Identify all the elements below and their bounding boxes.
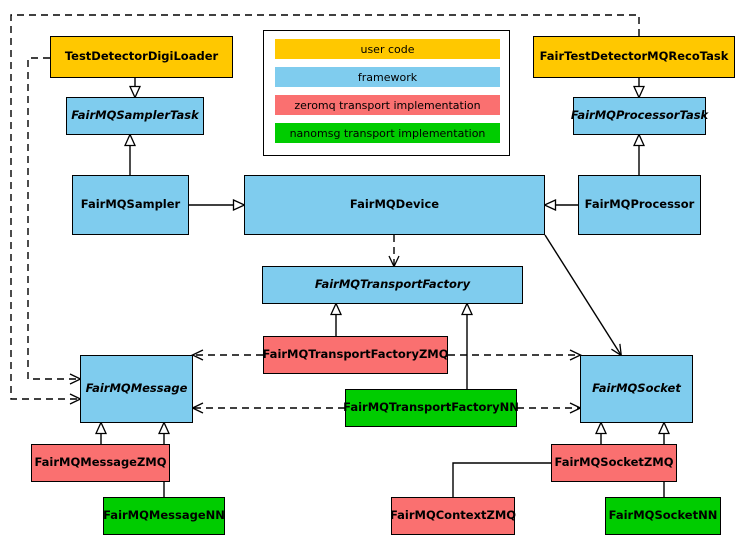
class-node-testdetectordigiloader[interactable]: TestDetectorDigiLoader <box>50 36 233 78</box>
class-node-fairmqdevice[interactable]: FairMQDevice <box>244 175 545 235</box>
legend-item-framework: framework <box>275 67 500 87</box>
legend-item-nanomsg: nanomsg transport implementation <box>275 123 500 143</box>
class-node-fairmqprocessortask[interactable]: FairMQProcessorTask <box>571 97 708 135</box>
class-node-fairmqcontextzmq[interactable]: FairMQContextZMQ <box>390 497 516 535</box>
legend-panel: user code framework zeromq transport imp… <box>263 30 510 156</box>
class-node-fairmqsocket[interactable]: FairMQSocket <box>580 355 693 423</box>
legend-item-user-code: user code <box>275 39 500 59</box>
class-node-fairmqprocessor[interactable]: FairMQProcessor <box>578 175 701 235</box>
legend-item-zeromq: zeromq transport implementation <box>275 95 500 115</box>
class-node-fairmqtransportfactorynn[interactable]: FairMQTransportFactoryNN <box>343 389 519 427</box>
class-node-fairmqsocketzmq[interactable]: FairMQSocketZMQ <box>551 444 677 482</box>
class-node-fairmqsamplertask[interactable]: FairMQSamplerTask <box>66 97 204 135</box>
class-node-fairmqmessagezmq[interactable]: FairMQMessageZMQ <box>31 444 170 482</box>
class-node-fairmqsampler[interactable]: FairMQSampler <box>72 175 189 235</box>
class-node-fairtestdetectormqrecotask[interactable]: FairTestDetectorMQRecoTask <box>533 36 735 78</box>
class-node-fairmqtransportfactory[interactable]: FairMQTransportFactory <box>262 266 523 304</box>
class-node-fairmqtransportfactoryzmq[interactable]: FairMQTransportFactoryZMQ <box>263 336 449 374</box>
class-node-fairmqmessage[interactable]: FairMQMessage <box>80 355 193 423</box>
class-node-fairmqmessagenn[interactable]: FairMQMessageNN <box>103 497 225 535</box>
class-node-fairmqsocketnn[interactable]: FairMQSocketNN <box>605 497 721 535</box>
